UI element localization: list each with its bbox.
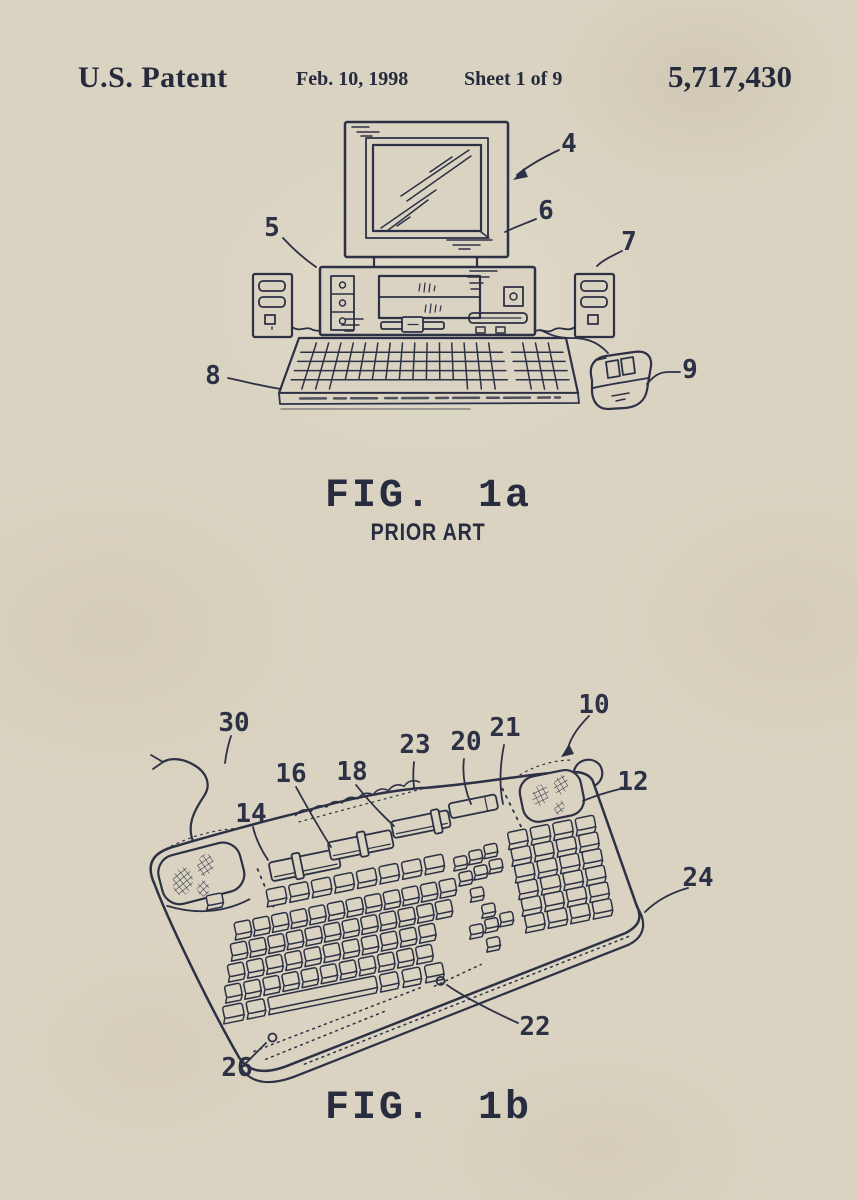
- ref-12: 12: [617, 767, 648, 797]
- ref-4: 4: [561, 129, 577, 159]
- fig1b-cable-end: [150, 754, 164, 770]
- patent-header-sheet: Sheet 1 of 9: [464, 68, 563, 90]
- ref-5: 5: [264, 213, 280, 243]
- fig1b-drawing: 30 16 18 23 20 21 10 12 14 24 22 26: [149, 690, 714, 1084]
- fig1a-left-speaker: [251, 272, 320, 339]
- fig1a-right-speaker: [535, 272, 616, 339]
- fig1a-console: [318, 265, 537, 337]
- ref-26: 26: [221, 1053, 252, 1083]
- fig1a-monitor: [343, 120, 510, 259]
- fig1a-caption: FIG. 1a: [324, 474, 533, 519]
- fig1a-leaders: [227, 149, 681, 390]
- ref-9: 9: [682, 355, 698, 385]
- fig1a-subcaption-text: PRIOR ART: [371, 519, 486, 546]
- fig1a-monitor-stand: [372, 255, 479, 269]
- patent-header-number: 5,717,430: [668, 59, 792, 94]
- fig1b-screw-26: [267, 1032, 278, 1043]
- fig1a-mouse: [539, 329, 653, 411]
- ref-10: 10: [578, 690, 609, 720]
- fig1b-caption: FIG. 1b: [324, 1086, 533, 1131]
- patent-header-title: U.S. Patent: [78, 61, 228, 94]
- fig1b-right-speaker: [518, 758, 604, 823]
- fig1b-cable: [161, 758, 209, 843]
- ref-23: 23: [399, 730, 430, 760]
- patent-header-date: Feb. 10, 1998: [296, 68, 409, 90]
- ref-7: 7: [621, 227, 637, 257]
- fig1b-button-22: [435, 975, 446, 986]
- fig1b-slider-slots: [268, 793, 499, 882]
- ref-6: 6: [538, 196, 554, 226]
- ref-18: 18: [336, 757, 367, 787]
- fig1b-leaders: [224, 715, 689, 1065]
- ref-21: 21: [489, 713, 520, 743]
- ref-8: 8: [205, 361, 221, 391]
- ref-24: 24: [682, 863, 713, 893]
- fig1a-keyboard: [277, 336, 580, 410]
- fig1b-keyboard-body: [149, 758, 645, 1084]
- fig1a-subcaption: PRIOR ART: [0, 519, 857, 547]
- ref-22: 22: [519, 1012, 550, 1042]
- ref-20: 20: [450, 727, 481, 757]
- fig1b-keys: [205, 814, 614, 1025]
- ref-14: 14: [235, 799, 266, 829]
- ref-30: 30: [218, 708, 249, 738]
- ref-16: 16: [275, 759, 306, 789]
- fig1b-left-speaker: [157, 841, 246, 906]
- fig1a-drawing: 4 5 6 7 8 9: [205, 120, 698, 411]
